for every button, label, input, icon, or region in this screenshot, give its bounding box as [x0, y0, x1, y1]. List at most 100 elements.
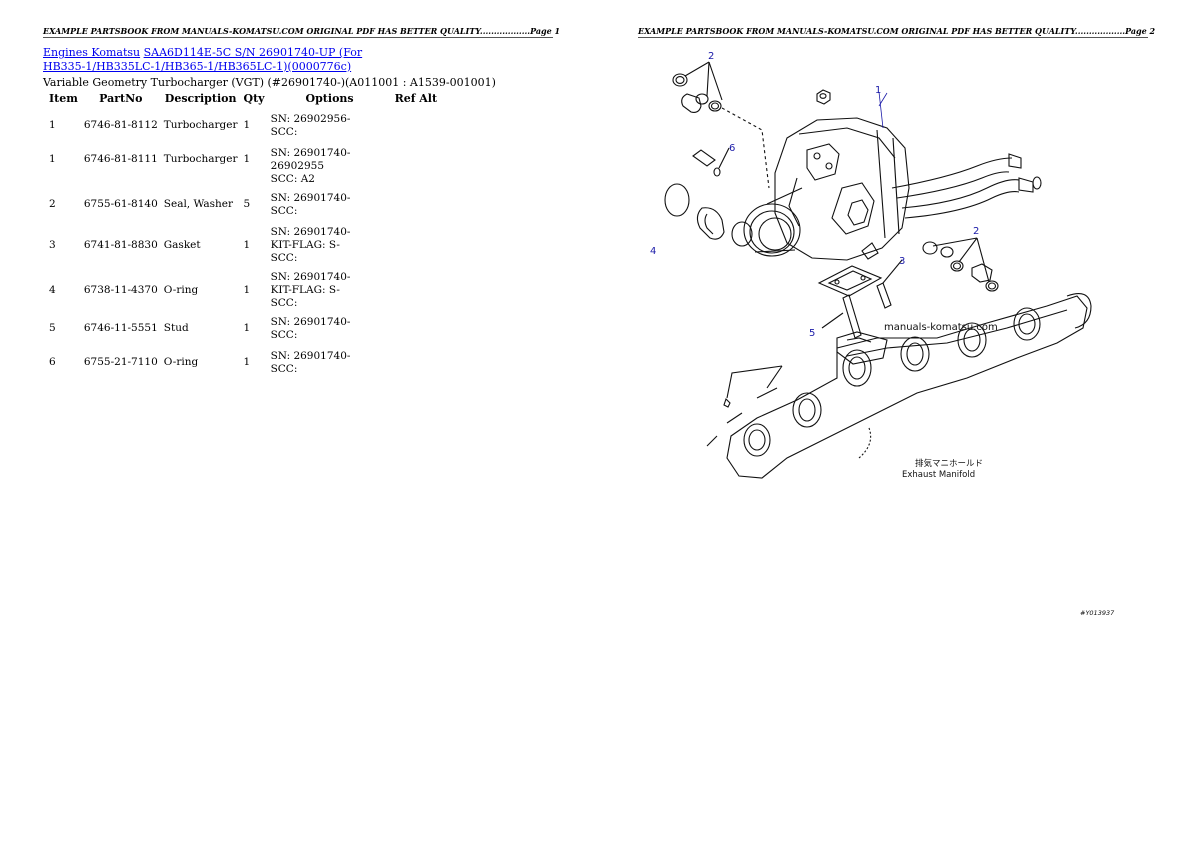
page-title: Variable Geometry Turbocharger (VGT) (#2… — [43, 76, 496, 89]
cell-refalt — [392, 111, 441, 145]
cell-refalt — [392, 348, 441, 382]
col-header-qty: Qty — [243, 92, 265, 105]
parts-table: Item PartNo Description Qty Options Ref … — [45, 90, 440, 382]
option-line: SCC: — [270, 252, 298, 264]
cell-item: 5 — [49, 322, 56, 334]
cell-partno: 6741-81-8830 — [83, 239, 158, 251]
page-1: EXAMPLE PARTSBOOK FROM MANUALS-KOMATSU.C… — [43, 26, 561, 382]
option-line: SN: 26901740- — [270, 226, 351, 238]
col-header-description: Description — [164, 92, 237, 105]
cell-options: SN: 26901740-KIT-FLAG: S-SCC: — [268, 269, 392, 314]
option-line: SCC: — [270, 205, 298, 217]
cell-description: Turbocharger — [163, 119, 238, 131]
option-line: SCC: — [270, 363, 298, 375]
table-header-row: Item PartNo Description Qty Options Ref … — [45, 90, 440, 111]
diagram-svg: 2 1 6 4 2 3 5 manuals-komatsu.com 排気マニホー… — [650, 51, 1115, 617]
breadcrumb-link-engines[interactable]: Engines Komatsu — [43, 46, 141, 59]
seal-washer-top — [672, 73, 722, 113]
callout-2-right: 2 — [973, 226, 979, 237]
cell-item: 1 — [49, 153, 56, 165]
exploded-parts-diagram: 2 1 6 4 2 3 5 manuals-komatsu.com 排気マニホー… — [647, 38, 1147, 628]
callout-4: 4 — [650, 246, 656, 257]
callouts: 2 1 6 4 2 3 5 — [650, 51, 979, 339]
table-row: 2 6755-61-8140 Seal, Washer 5 SN: 269017… — [45, 190, 440, 224]
cell-options: SN: 26901740-SCC: — [268, 190, 392, 224]
option-line: SN: 26901740- — [270, 192, 351, 204]
cell-refalt — [392, 269, 441, 314]
cell-options: SN: 26902956-SCC: — [268, 111, 392, 145]
o-ring-item-6 — [692, 149, 721, 177]
option-line: SCC: A2 — [270, 173, 315, 185]
callout-1: 1 — [875, 85, 881, 96]
cell-partno: 6755-21-7110 — [83, 356, 158, 368]
cell-description: O-ring — [163, 356, 199, 368]
header-rule — [638, 37, 1148, 38]
o-ring-item-4 — [664, 183, 690, 217]
breadcrumb-model-line1: SAA6D114E-5C S/N 26901740-UP (For — [143, 46, 363, 59]
callout-2-top: 2 — [708, 51, 714, 62]
option-line: SN: 26901740- — [270, 271, 351, 283]
page-header: EXAMPLE PARTSBOOK FROM MANUALS-KOMATSU.C… — [638, 26, 1156, 36]
table-row: 1 6746-81-8112 Turbocharger 1 SN: 269029… — [45, 111, 440, 145]
figure-code: #Y013937 — [1080, 609, 1115, 617]
col-header-options: Options — [305, 92, 354, 105]
cell-partno: 6738-11-4370 — [83, 284, 158, 296]
callout-3: 3 — [899, 256, 905, 267]
cell-description: O-ring — [163, 284, 199, 296]
breadcrumb: Engines Komatsu SAA6D114E-5C S/N 2690174… — [43, 46, 373, 73]
exhaust-manifold — [706, 293, 1092, 479]
cell-partno: 6746-11-5551 — [83, 322, 158, 334]
breadcrumb-model-line2: HB335-1/HB335LC-1/HB365-1/HB365LC-1)(000… — [43, 59, 352, 73]
table-row: 3 6741-81-8830 Gasket 1 SN: 26901740-KIT… — [45, 224, 440, 269]
table-row: 5 6746-11-5551 Stud 1 SN: 26901740-SCC: — [45, 314, 440, 348]
table-row: 1 6746-81-8111 Turbocharger 1 SN: 269017… — [45, 145, 440, 190]
cell-qty: 1 — [243, 153, 251, 165]
compressor-inlet — [731, 187, 803, 257]
gasket-item-3 — [817, 265, 883, 297]
cell-item: 3 — [49, 239, 56, 251]
cell-qty: 5 — [243, 198, 251, 210]
callout-6: 6 — [729, 143, 735, 154]
cell-qty: 1 — [243, 322, 251, 334]
page-header: EXAMPLE PARTSBOOK FROM MANUALS-KOMATSU.C… — [43, 26, 561, 36]
option-line: SN: 26901740- — [270, 350, 351, 362]
option-line: SCC: — [270, 329, 298, 341]
manifold-label-en: Exhaust Manifold — [902, 470, 975, 480]
cell-qty: 1 — [243, 119, 251, 131]
cell-options: SN: 26901740-SCC: — [268, 314, 392, 348]
cell-item: 2 — [49, 198, 56, 210]
option-line: SN: 26902956- — [270, 113, 351, 125]
turbocharger-body — [774, 117, 910, 261]
col-header-refalt: Ref Alt — [394, 92, 438, 105]
cell-item: 1 — [49, 119, 56, 131]
cell-options: SN: 26901740-KIT-FLAG: S-SCC: — [268, 224, 392, 269]
cell-qty: 1 — [243, 356, 251, 368]
nut — [816, 89, 831, 105]
option-line: SN: 26901740- — [270, 316, 351, 328]
header-rule — [43, 37, 553, 38]
callout-5: 5 — [809, 328, 815, 339]
cell-qty: 1 — [243, 239, 251, 251]
cell-description: Turbocharger — [163, 153, 238, 165]
option-line: KIT-FLAG: S- — [270, 284, 340, 296]
stud-item-5 — [842, 282, 892, 339]
actuator-hoses — [891, 153, 1042, 219]
cell-refalt — [392, 190, 441, 224]
col-header-item: Item — [49, 92, 78, 105]
cell-item: 6 — [49, 356, 56, 368]
cell-partno: 6746-81-8111 — [83, 153, 158, 165]
table-row: 4 6738-11-4370 O-ring 1 SN: 26901740-KIT… — [45, 269, 440, 314]
clamp — [696, 207, 725, 240]
cell-partno: 6755-61-8140 — [83, 198, 158, 210]
cell-partno: 6746-81-8112 — [83, 119, 158, 131]
cell-refalt — [392, 314, 441, 348]
cell-item: 4 — [49, 284, 56, 296]
page-2: EXAMPLE PARTSBOOK FROM MANUALS-KOMATSU.C… — [595, 0, 1190, 842]
option-line: SN: 26901740-26902955 — [270, 147, 351, 172]
option-line: SCC: — [270, 297, 298, 309]
option-line: KIT-FLAG: S- — [270, 239, 340, 251]
table-row: 6 6755-21-7110 O-ring 1 SN: 26901740-SCC… — [45, 348, 440, 382]
cell-description: Seal, Washer — [163, 198, 234, 210]
